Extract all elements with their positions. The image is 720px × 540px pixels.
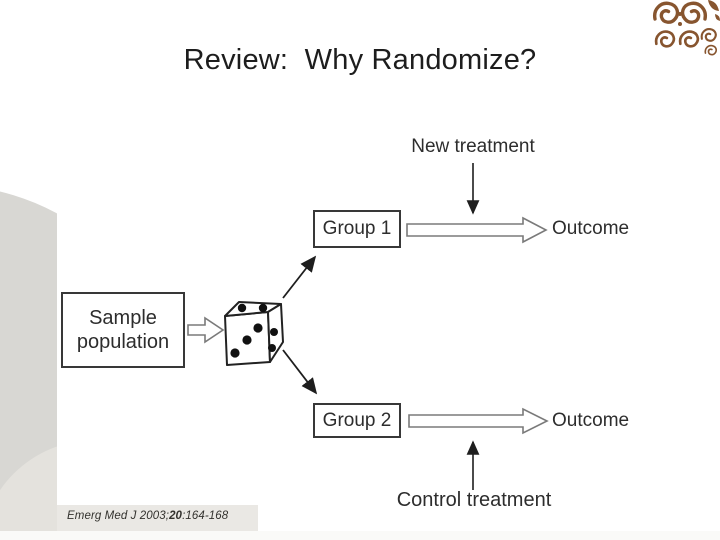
- group2-box: Group 2: [313, 403, 401, 438]
- diagram-shapes: [187, 163, 549, 490]
- flourish-leaves: [678, 0, 720, 26]
- small-hollow-arrow-icon: [187, 316, 225, 344]
- citation: Emerg Med J 2003;20:164-168: [67, 510, 228, 522]
- group1-label: Group 1: [322, 218, 392, 239]
- citation-journal: Emerg Med J: [67, 510, 137, 522]
- outcome-top-label: Outcome: [552, 218, 630, 239]
- sample-population-line2: population: [76, 331, 170, 353]
- citation-pages: :164-168: [182, 510, 229, 522]
- new-treatment-label: New treatment: [411, 136, 535, 157]
- dice-pips: [230, 303, 278, 358]
- corner-flourish-icon: [653, 0, 720, 56]
- hollow-arrow-group1-outcome: [406, 216, 548, 244]
- arrow-die-to-group1: [282, 255, 317, 299]
- citation-volume: 20: [169, 510, 183, 522]
- sample-population-box: Sample population: [61, 292, 185, 368]
- bottom-edge-band: [0, 531, 720, 540]
- control-treatment-label: Control treatment: [396, 489, 552, 511]
- arrow-die-to-group2: [282, 349, 318, 395]
- group2-label: Group 2: [322, 409, 392, 431]
- slide-title: Review: Why Randomize?: [183, 44, 537, 76]
- outcome-bottom-label: Outcome: [552, 410, 630, 431]
- citation-strip: [57, 505, 258, 531]
- group1-box: Group 1: [313, 210, 401, 248]
- randomization-diagram: Sample population Group 1 Group 2 New tr…: [57, 95, 660, 511]
- sample-population-line1: Sample: [89, 307, 157, 329]
- citation-year: 2003;: [136, 510, 170, 522]
- hollow-arrow-group2-outcome: [408, 407, 549, 435]
